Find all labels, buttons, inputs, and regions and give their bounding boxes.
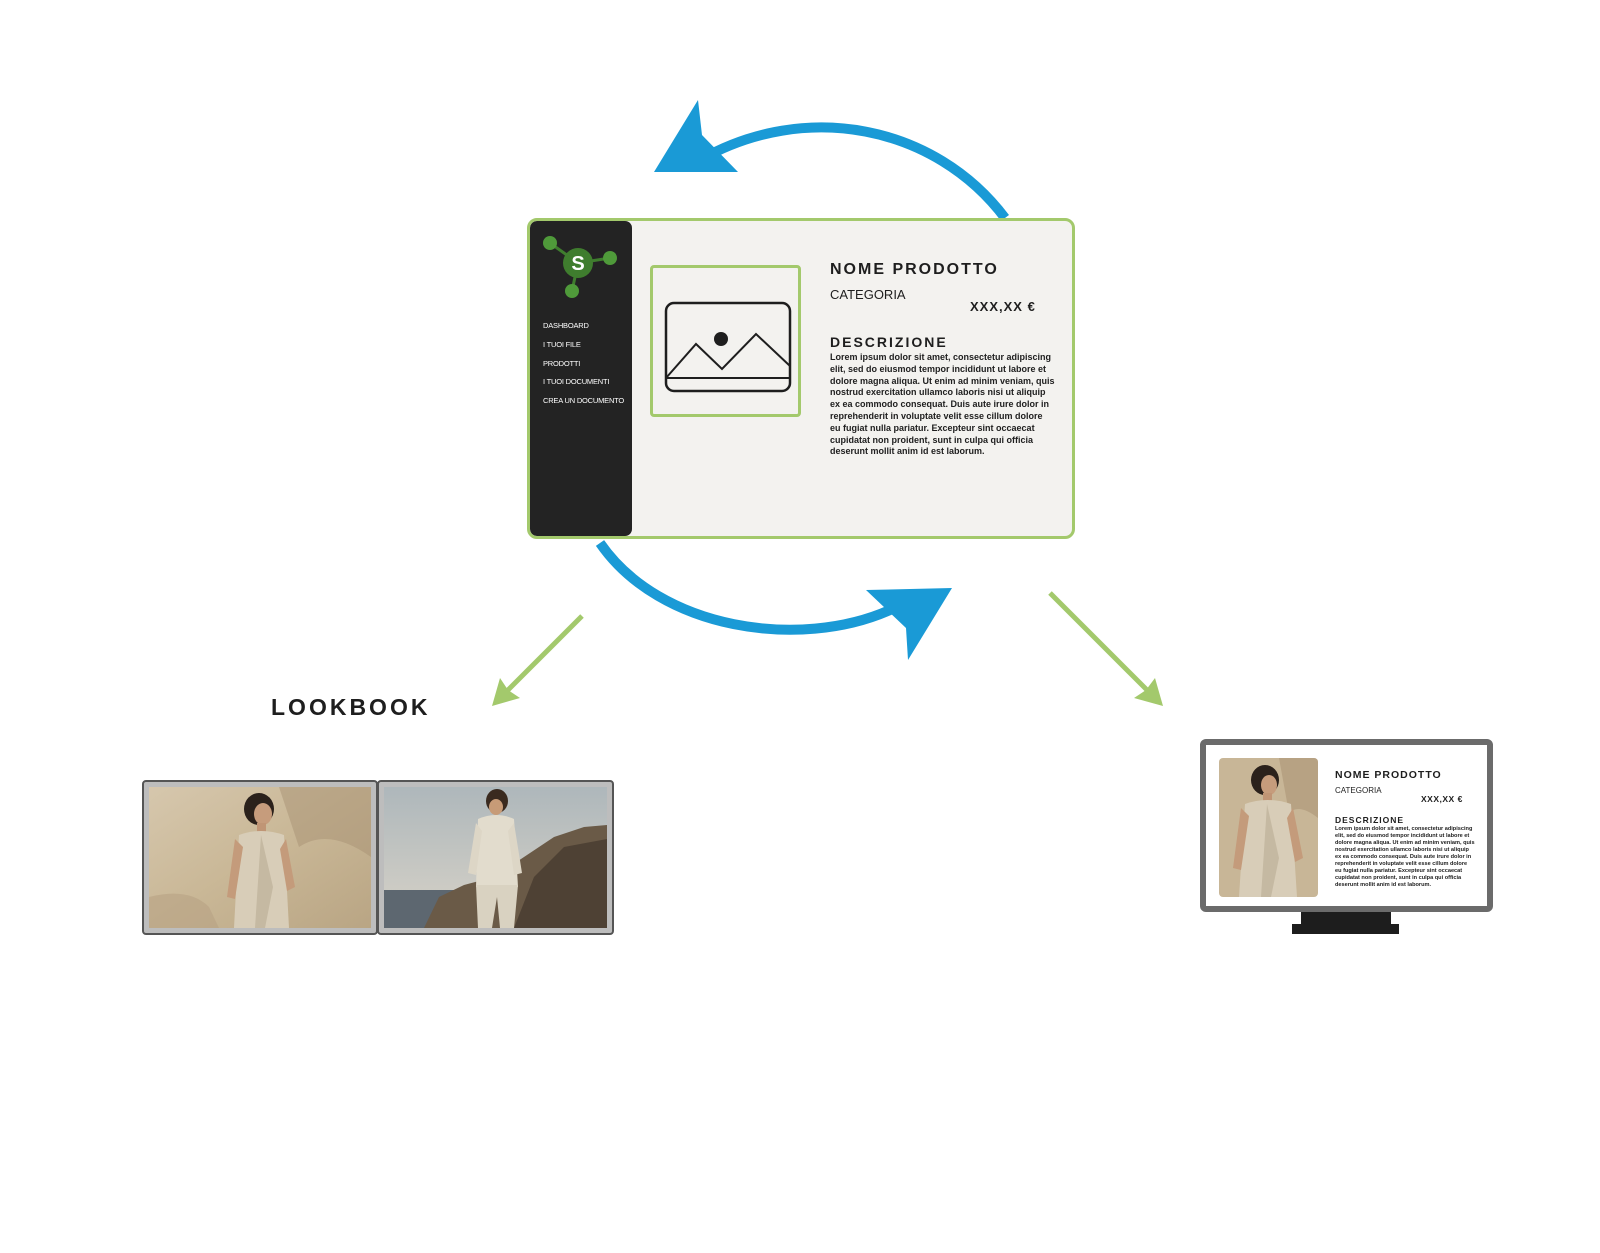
cycle-arrowhead-top [654,100,738,172]
nav-item-create-document[interactable]: CREA UN DOCUMENTO [543,396,625,405]
nav-item-files[interactable]: I TUOI FILE [543,340,581,349]
lookbook-photo-woman [149,787,371,928]
flow-arrow-left [504,614,584,694]
cycle-arrow-top [697,122,1009,222]
cycle-arrow-bottom [595,540,893,635]
lookbook-photo-man [384,787,607,928]
monitor-screen: NOME PRODOTTO CATEGORIA XXX,XX € DESCRIZ… [1200,739,1493,912]
nav-item-products[interactable]: PRODOTTI [543,359,581,368]
lookbook-title: LOOKBOOK [271,694,431,720]
flow-arrowhead-left [492,678,520,706]
description-text: Lorem ipsum dolor sit amet, consectetur … [830,352,1055,457]
product-category: CATEGORIA [830,287,906,302]
logo-letter: S [571,253,584,275]
monitor-description-title: DESCRIZIONE [1335,815,1405,825]
product-image-placeholder[interactable] [650,265,801,417]
lookbook-page-right [377,780,614,935]
monitor-description-text: Lorem ipsum dolor sit amet, consectetur … [1335,826,1475,888]
nav-item-documents[interactable]: I TUOI DOCUMENTI [543,377,610,386]
monitor-product-price: XXX,XX € [1421,794,1463,804]
monitor-product-photo [1219,758,1318,897]
description-title: DESCRIZIONE [830,334,948,350]
lookbook-page-left [142,780,378,935]
image-placeholder-icon [664,301,792,393]
flow-arrowhead-right [1134,678,1163,706]
product-price: XXX,XX € [970,299,1036,314]
nav-item-dashboard[interactable]: DASHBOARD [543,321,589,330]
molecule-logo-icon: S [543,236,617,298]
monitor-product-name: NOME PRODOTTO [1335,769,1442,781]
monitor-stand-base [1292,924,1399,934]
sidebar: S DASHBOARD I TUOI FILE PRODOTTI I TUOI … [530,221,632,536]
monitor-product-category: CATEGORIA [1335,786,1382,795]
cycle-arrowhead-bottom [866,588,952,660]
product-name: NOME PRODOTTO [830,261,999,278]
flow-arrow-right [1048,591,1152,695]
product-app-window: S DASHBOARD I TUOI FILE PRODOTTI I TUOI … [527,218,1075,539]
